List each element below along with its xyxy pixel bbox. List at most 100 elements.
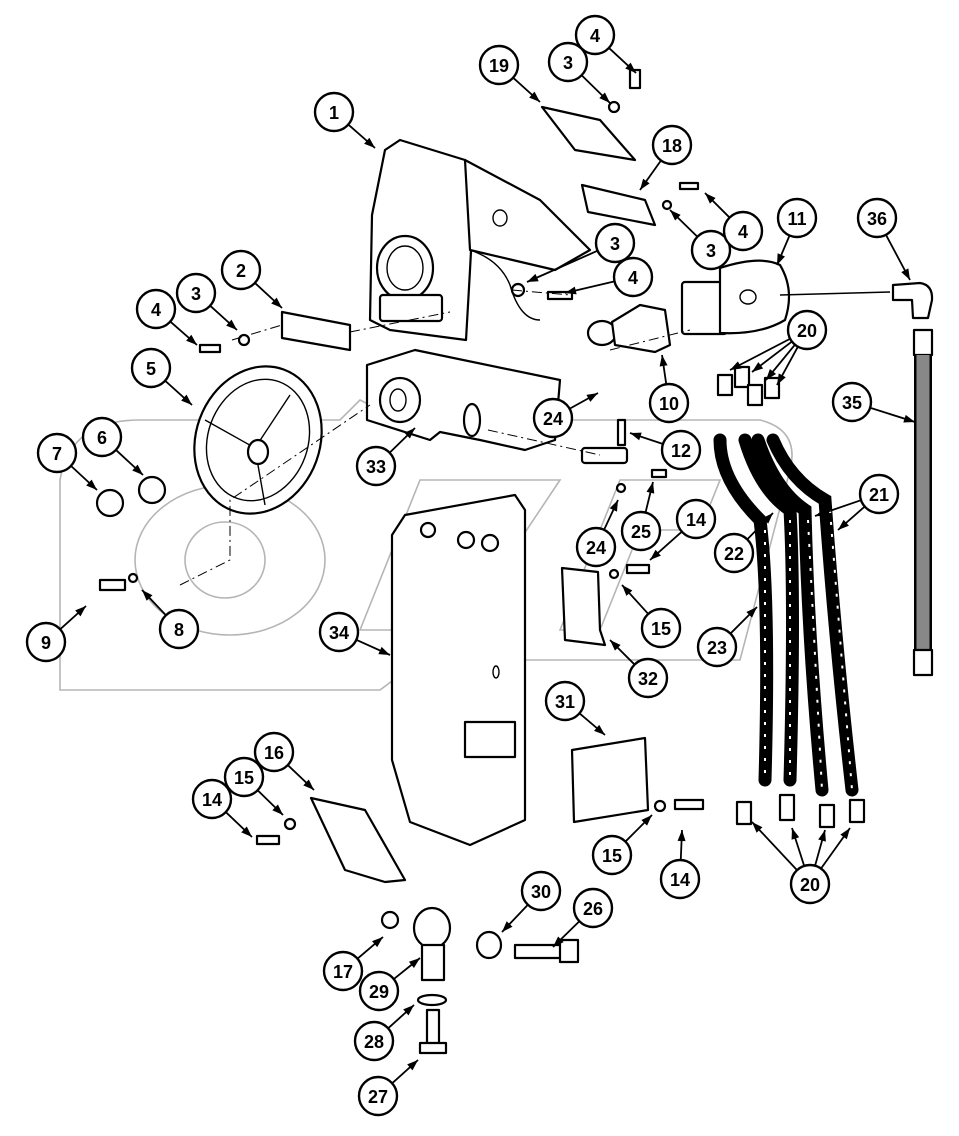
arrowhead: [777, 253, 785, 265]
callout-circle: [858, 473, 900, 515]
steering-column-34: [390, 493, 527, 847]
callout-circle: [776, 197, 818, 239]
cover-plate-2: [280, 310, 352, 352]
arrowhead: [181, 394, 192, 405]
cap-6: [137, 475, 167, 505]
callout-10: 10: [648, 354, 690, 424]
callout-11: 11: [776, 197, 818, 266]
callout-label: 24: [543, 409, 563, 429]
arrowhead: [838, 519, 849, 530]
callout-27: 27: [357, 1059, 419, 1117]
arrowhead: [791, 828, 800, 840]
arrowhead: [650, 549, 661, 560]
callout-8: 8: [141, 589, 200, 650]
callout-3: 3: [547, 41, 611, 104]
arrowhead: [646, 482, 655, 494]
callout-label: 4: [151, 300, 161, 320]
callout-circle: [696, 626, 738, 668]
callout-4: 4: [704, 192, 764, 252]
arrowhead: [226, 319, 237, 330]
callout-circle: [357, 1075, 399, 1117]
callout-label: 9: [41, 633, 51, 653]
arrowhead: [132, 464, 143, 475]
callout-4: 4: [135, 288, 198, 346]
steering-motor-11: [680, 259, 891, 336]
callout-6: 6: [81, 416, 144, 476]
arrowhead: [677, 830, 686, 842]
callout-34: 34: [318, 611, 391, 656]
callout-28: 28: [353, 1004, 415, 1062]
arrowhead: [746, 607, 757, 618]
callout-label: 11: [787, 209, 806, 229]
callout-circle: [544, 680, 586, 722]
callout-31: 31: [544, 680, 606, 736]
callout-label: 15: [602, 846, 622, 866]
leader-line: [729, 337, 791, 371]
callout-21: 21: [814, 473, 900, 531]
callout-15: 15: [621, 584, 682, 649]
callout-label: 24: [586, 538, 606, 558]
callout-circle: [722, 210, 764, 252]
callout-circle: [612, 256, 654, 298]
callout-circle: [318, 611, 360, 653]
callout-label: 3: [191, 284, 201, 304]
arrowhead: [86, 479, 97, 490]
callout-label: 23: [707, 638, 727, 658]
arrowhead: [407, 1060, 418, 1071]
callout-label: 6: [97, 428, 107, 448]
callout-label: 36: [867, 209, 887, 229]
fasteners: [98, 68, 866, 1055]
callout-circle: [158, 608, 200, 650]
callout-label: 20: [797, 321, 817, 341]
callout-label: 25: [631, 522, 651, 542]
callout-3: 3: [526, 222, 636, 283]
elbow-fitting-36: [891, 281, 934, 320]
callout-circle: [831, 381, 873, 423]
arrowhead: [372, 937, 383, 948]
callout-circle: [353, 1020, 395, 1062]
callout-16: 16: [253, 731, 315, 791]
callout-circle: [627, 657, 669, 699]
callout-17: 17: [322, 936, 384, 992]
cover-plate-31: [570, 736, 650, 824]
callout-circle: [594, 222, 636, 264]
callout-label: 7: [52, 444, 62, 464]
arrowhead: [408, 958, 420, 969]
arrowhead: [529, 91, 540, 102]
arrowhead: [403, 1005, 414, 1016]
callout-circle: [191, 778, 233, 820]
callout-23: 23: [696, 606, 758, 668]
hydraulic-hoses: [713, 433, 859, 797]
callout-circle: [660, 429, 702, 471]
callout-label: 4: [738, 222, 748, 242]
arrowhead: [625, 62, 636, 73]
hydraulic-hose-35: [912, 328, 934, 677]
callout-3: 3: [669, 209, 732, 271]
arrowhead: [272, 804, 283, 815]
arrowhead: [586, 393, 598, 402]
callout-circle: [651, 124, 693, 166]
callout-circle: [640, 607, 682, 649]
callout-circle: [786, 309, 828, 351]
callout-label: 4: [590, 26, 600, 46]
callout-circle: [135, 288, 177, 330]
callout-label: 19: [489, 56, 509, 76]
callout-label: 3: [563, 53, 573, 73]
steering-housing: [368, 138, 592, 342]
callout-24: 24: [575, 499, 619, 568]
callout-circle: [620, 510, 662, 552]
callout-15: 15: [223, 756, 284, 816]
callout-circle: [358, 970, 400, 1012]
callout-label: 20: [800, 875, 820, 895]
callout-circle: [690, 229, 732, 271]
callout-label: 35: [842, 393, 862, 413]
callout-label: 12: [671, 441, 691, 461]
callout-label: 30: [531, 882, 551, 902]
arrowhead: [640, 178, 650, 190]
arrowhead: [378, 646, 390, 655]
callout-35: 35: [831, 381, 916, 423]
arrowhead: [622, 585, 633, 596]
